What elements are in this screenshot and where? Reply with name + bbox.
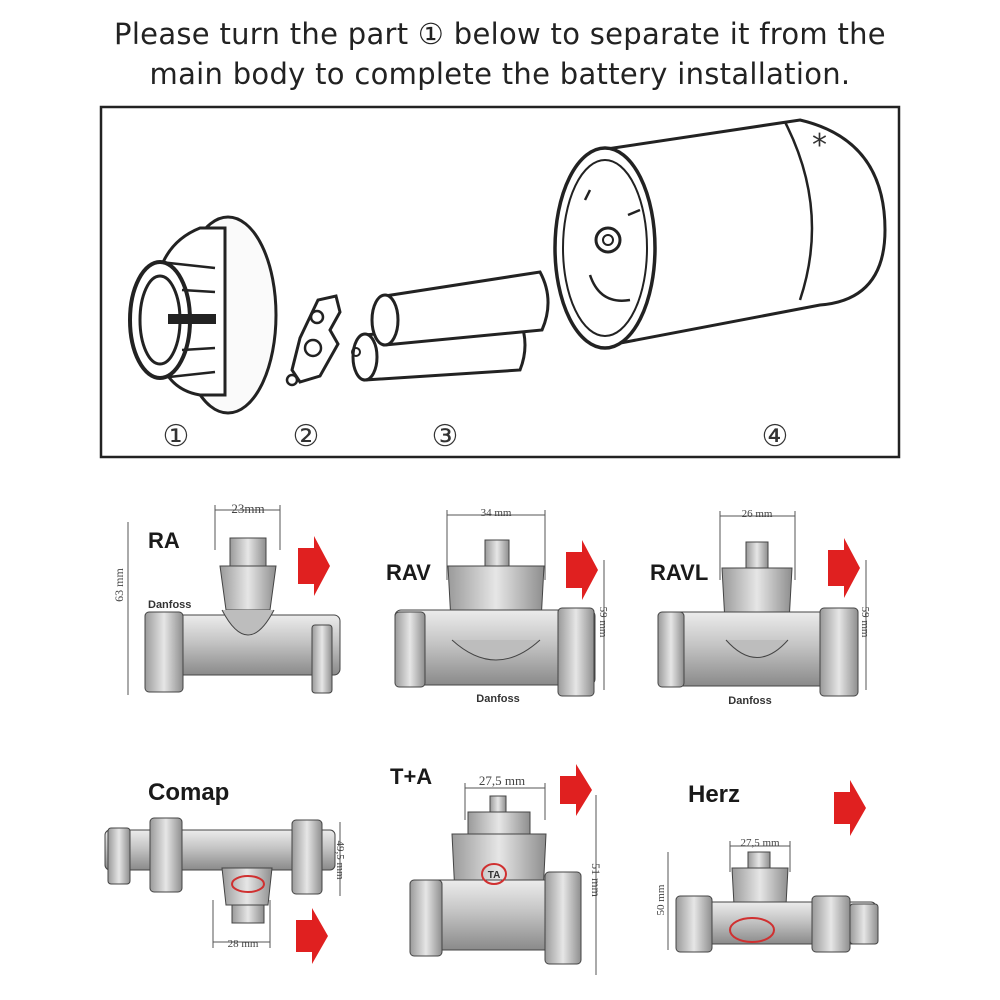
cap-symbol: * — [812, 128, 827, 163]
rav-dim-side: 59 mm — [597, 607, 609, 638]
ra-dim-top: 23mm — [231, 501, 264, 516]
instruction-line-1: Please turn the part ① below to separate… — [114, 17, 886, 51]
instruction-line-2: main body to complete the battery instal… — [149, 57, 851, 91]
ra-arrow — [298, 536, 330, 596]
ta-name: T+A — [390, 764, 432, 789]
rav-arrow — [566, 540, 598, 600]
ra-brand: Danfoss — [148, 599, 191, 611]
herz-dim-side: 50 mm — [655, 884, 667, 915]
part-label-3: ③ — [432, 419, 459, 454]
ta-mark: TA — [488, 870, 501, 881]
ta-dim-top: 27,5 mm — [479, 773, 525, 788]
herz-dim-top: 27,5 mm — [740, 837, 780, 849]
ta-arrow — [560, 764, 592, 816]
comap-name: Comap — [148, 779, 229, 806]
ravl-name: RAVL — [650, 560, 708, 585]
herz-name: Herz — [688, 781, 740, 808]
ravl-dim-side: 59 mm — [859, 607, 871, 638]
instruction-text: Please turn the part ① below to separate… — [0, 14, 1000, 94]
part-label-2: ② — [293, 419, 320, 454]
ravl-dim-top: 26 mm — [742, 508, 773, 520]
batteries-part — [351, 270, 550, 382]
valve-ra: 23mm 63 mm Danfoss RA — [112, 501, 341, 695]
contact-plate-part — [285, 294, 342, 387]
valve-comap: Comap 28 mm 49,5 mm — [104, 779, 346, 950]
valve-herz: Herz 27,5 mm 50 mm — [655, 781, 879, 953]
ring-nut-part — [128, 215, 278, 415]
herz-arrow — [834, 780, 866, 836]
rav-brand: Danfoss — [476, 693, 519, 705]
comap-dim-bottom: 28 mm — [228, 938, 259, 950]
comap-arrow — [296, 908, 328, 964]
valve-ravl: 26 mm 59 mm Danfoss RAVL — [650, 508, 871, 707]
ta-dim-side: 51 mm — [589, 863, 603, 897]
part-label-4: ④ — [762, 419, 789, 454]
rav-dim-top: 34 mm — [481, 507, 512, 519]
rav-name: RAV — [386, 560, 431, 585]
part-label-1: ① — [163, 419, 190, 454]
ravl-arrow — [828, 538, 860, 598]
ra-name: RA — [148, 528, 180, 553]
ra-dim-side: 63 mm — [112, 568, 126, 602]
valve-ta: T+A 27,5 mm 51 mm TA — [390, 764, 603, 975]
ravl-brand: Danfoss — [728, 695, 771, 707]
main-body-part: * — [553, 118, 887, 350]
valve-rav: 34 mm 59 mm Danfoss RAV — [386, 507, 609, 705]
comap-dim-side: 49,5 mm — [334, 840, 346, 880]
